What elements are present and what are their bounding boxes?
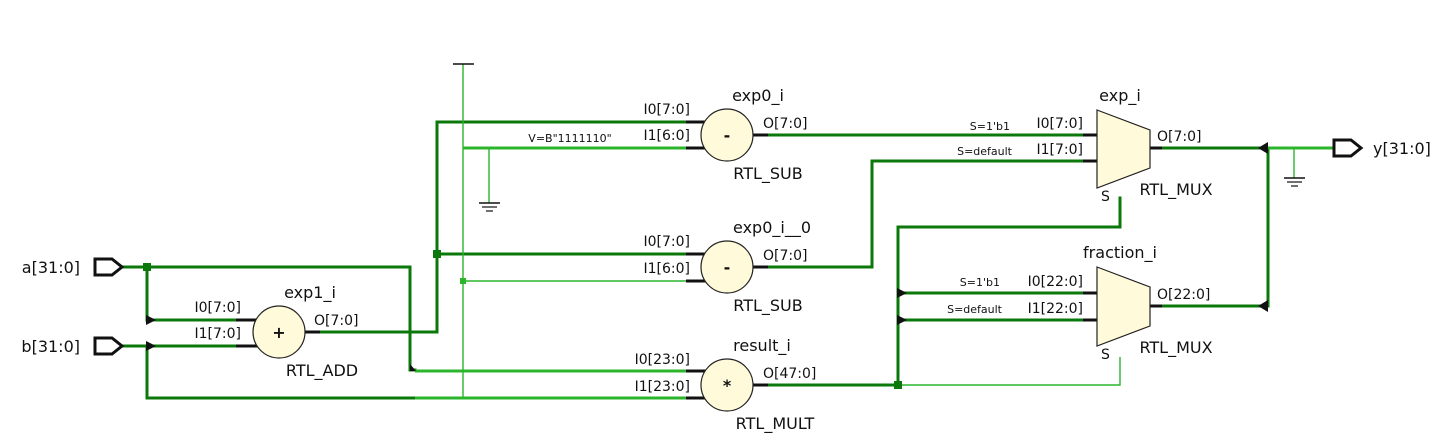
- pin-label: S: [1101, 189, 1110, 205]
- instance-name: exp0_i: [732, 86, 784, 106]
- net-fracmux-out[interactable]: [1148, 146, 1270, 308]
- arrow-head: [897, 315, 907, 325]
- pin-label: O[7:0]: [763, 248, 807, 264]
- net-exp1-out[interactable]: [303, 120, 702, 334]
- output-port-icon: [1332, 138, 1364, 158]
- mux-case-label: S=1'b1: [970, 120, 1010, 133]
- cell-exp-i[interactable]: exp_i I0[7:0] I1[7:0] O[7:0] S S=1'b1 S=…: [957, 86, 1213, 205]
- net-exp0-0-out[interactable]: [751, 159, 1099, 269]
- pin-label: O[22:0]: [1157, 287, 1210, 303]
- instance-name: exp0_i__0: [733, 218, 811, 238]
- arrow-head: [897, 288, 907, 298]
- pin-label: I1[6:0]: [644, 261, 691, 277]
- adder-body: [252, 305, 306, 359]
- arrow-head: [410, 364, 416, 371]
- cell-type: RTL_MULT: [736, 414, 815, 434]
- arrow-head: [146, 341, 156, 351]
- junction-exp1: [433, 250, 441, 258]
- cell-type: RTL_MUX: [1139, 338, 1212, 358]
- pin-label: I0[7:0]: [644, 234, 691, 250]
- pin-label: I1[6:0]: [644, 128, 691, 144]
- pin-label: O[47:0]: [763, 366, 816, 382]
- junctions: [143, 250, 902, 389]
- net-mult-to-fracmux-s[interactable]: [898, 357, 1121, 386]
- instance-name: exp_i: [1099, 86, 1141, 106]
- input-port-icon: [93, 336, 125, 356]
- mux-body: [1096, 266, 1151, 347]
- pin-label: I0[7:0]: [1037, 116, 1084, 132]
- junction-mult: [894, 381, 902, 389]
- pin-label: S: [1101, 347, 1110, 363]
- port-a[interactable]: a[31:0]: [22, 257, 125, 277]
- port-y-label: y[31:0]: [1373, 139, 1431, 158]
- subtractor-body: [700, 240, 754, 294]
- port-y[interactable]: y[31:0]: [1332, 138, 1431, 158]
- pin-label: I1[23:0]: [635, 379, 690, 395]
- cell-type: RTL_ADD: [286, 361, 358, 381]
- instance-name: exp1_i: [284, 283, 336, 303]
- port-b-label: b[31:0]: [21, 337, 80, 356]
- arrow-head: [1258, 142, 1268, 154]
- port-a-label: a[31:0]: [22, 258, 80, 277]
- pin-label: I1[7:0]: [1037, 142, 1084, 158]
- junction-const: [460, 278, 466, 284]
- operator-symbol: +: [272, 323, 285, 342]
- mux-case-label: S=1'b1: [960, 276, 1000, 289]
- cell-type: RTL_SUB: [733, 164, 802, 184]
- cell-result-i[interactable]: * result_i I0[23:0] I1[23:0] O[47:0] RTL…: [635, 336, 817, 434]
- nets: [120, 64, 1334, 400]
- cell-exp0-i[interactable]: - exp0_i I0[7:0] I1[6:0] O[7:0] RTL_SUB …: [528, 86, 807, 184]
- operator-symbol: -: [724, 126, 731, 145]
- pin-label: I0[23:0]: [635, 352, 690, 368]
- junction-a: [143, 263, 151, 271]
- constant-value: V=B"1111110": [528, 132, 611, 145]
- arrowheads: [146, 142, 1268, 371]
- pin-label: I0[7:0]: [644, 102, 691, 118]
- operator-symbol: -: [724, 258, 731, 277]
- cell-type: RTL_MUX: [1139, 180, 1212, 200]
- ground-icon: [479, 202, 500, 212]
- cell-exp1-i[interactable]: + exp1_i I0[7:0] I1[7:0] O[7:0] RTL_ADD: [195, 283, 359, 381]
- net-mult-out[interactable]: [751, 196, 1122, 387]
- mux-body: [1096, 109, 1151, 189]
- mux-case-label: S=default: [947, 303, 1003, 316]
- port-b[interactable]: b[31:0]: [21, 336, 125, 356]
- pin-label: O[7:0]: [763, 116, 807, 132]
- pin-label: O[7:0]: [1157, 129, 1201, 145]
- input-port-icon: [93, 257, 125, 277]
- pin-label: I1[22:0]: [1028, 301, 1083, 317]
- cell-exp0-i-0[interactable]: - exp0_i__0 I0[7:0] I1[6:0] O[7:0] RTL_S…: [644, 218, 812, 316]
- cell-fraction-i[interactable]: fraction_i I0[22:0] I1[22:0] O[22:0] S S…: [947, 243, 1213, 363]
- instance-name: fraction_i: [1083, 243, 1157, 263]
- pin-label: I1[7:0]: [195, 326, 242, 342]
- pin-label: I0[22:0]: [1028, 274, 1083, 290]
- operator-symbol: *: [723, 376, 732, 395]
- instance-name: result_i: [733, 336, 791, 356]
- arrow-head: [146, 315, 156, 325]
- pin-label: O[7:0]: [314, 313, 358, 329]
- multiplier-body: [700, 358, 754, 412]
- cell-type: RTL_SUB: [733, 296, 802, 316]
- pin-label: I0[7:0]: [195, 300, 242, 316]
- subtractor-body: [700, 108, 754, 162]
- mux-case-label: S=default: [957, 145, 1013, 158]
- arrow-head: [1258, 300, 1268, 312]
- net-b[interactable]: [145, 344, 417, 400]
- ground-icon: [1284, 177, 1305, 187]
